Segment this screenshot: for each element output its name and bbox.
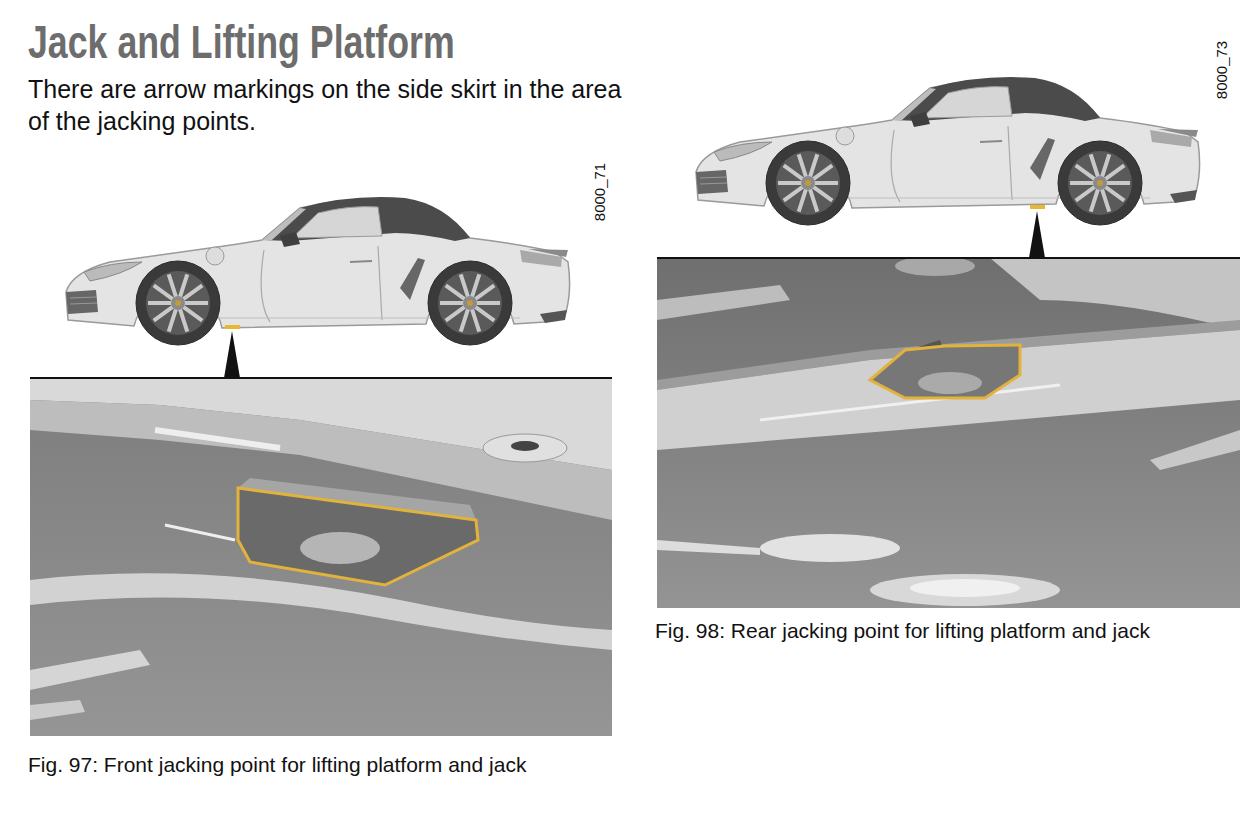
wheel-arch	[990, 258, 1240, 330]
side-skirt	[657, 330, 1240, 450]
bolt	[895, 258, 975, 276]
bolt-hole	[511, 441, 539, 451]
jacking-recess	[918, 372, 982, 394]
floor-ridge	[30, 573, 612, 650]
detail-view-rear	[657, 258, 1240, 608]
figure-code: 8000_71	[591, 163, 609, 221]
disk-center	[910, 579, 1020, 597]
jacking-point-bracket	[238, 488, 478, 585]
floor-part	[30, 650, 150, 690]
pointer-triangle	[1029, 211, 1045, 258]
rod	[155, 430, 280, 448]
jacking-point-mark	[1030, 205, 1045, 209]
jacking-point-mark	[225, 325, 240, 329]
floor-part	[1150, 430, 1240, 470]
disk	[870, 574, 1060, 606]
jacking-recess	[300, 532, 380, 564]
car-side-view	[696, 77, 1200, 225]
detail-background	[657, 258, 1240, 608]
figure-code: 8000_73	[1213, 41, 1231, 99]
figure-caption: Fig. 98: Rear jacking point for lifting …	[655, 618, 1240, 644]
frame-line	[30, 377, 612, 379]
intro-text: There are arrow markings on the side ski…	[28, 73, 640, 137]
figure-caption: Fig. 97: Front jacking point for lifting…	[28, 752, 668, 778]
bolt	[483, 434, 567, 462]
floor-part	[30, 700, 85, 720]
bolt	[760, 534, 900, 562]
detail-background	[30, 378, 612, 736]
frame-line	[657, 257, 1240, 259]
floor-part	[657, 540, 760, 555]
page-title: Jack and Lifting Platform	[28, 14, 455, 69]
detail-view-front	[30, 378, 612, 736]
car-side-view	[66, 197, 570, 345]
jacking-point-bracket	[870, 345, 1020, 398]
pointer-triangle	[224, 331, 240, 378]
edge-line	[165, 525, 235, 540]
ledge	[657, 285, 790, 320]
